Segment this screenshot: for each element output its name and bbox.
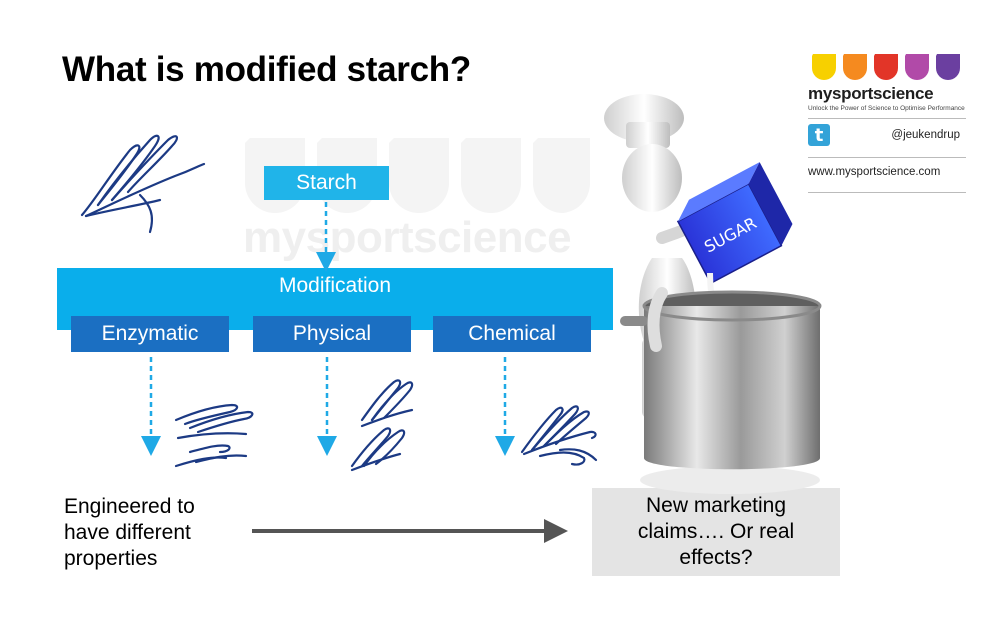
social-handle[interactable]: @jeukendrup bbox=[891, 129, 960, 141]
twitter-icon[interactable]: t bbox=[808, 124, 830, 146]
slide-title: What is modified starch? bbox=[62, 50, 471, 89]
brand-drop-icon bbox=[936, 54, 960, 80]
social-row: t @jeukendrup bbox=[808, 119, 966, 151]
outcome-text: Engineered to have different properties bbox=[64, 495, 195, 570]
enzymatic-starch-icon bbox=[174, 403, 254, 468]
chef-with-pot-illustration: SUGAR bbox=[604, 94, 822, 494]
claims-box: New marketing claims…. Or real effects? bbox=[592, 488, 840, 576]
brand-tagline: Unlock the Power of Science to Optimise … bbox=[808, 105, 965, 112]
method-physical-box: Physical bbox=[253, 316, 411, 352]
brand-logo-drops-icon bbox=[812, 54, 960, 80]
divider bbox=[808, 118, 966, 119]
website-link[interactable]: www.mysportscience.com bbox=[808, 166, 941, 178]
physical-starch-icon bbox=[350, 379, 414, 472]
brand-panel: mysportscience Unlock the Power of Scien… bbox=[808, 52, 966, 193]
starch-box: Starch bbox=[264, 166, 389, 200]
method-enzymatic-box: Enzymatic bbox=[71, 316, 229, 352]
brand-name: mysportscience bbox=[808, 84, 934, 103]
brand-drop-icon bbox=[843, 54, 867, 80]
native-starch-icon bbox=[80, 134, 206, 234]
brand-drop-icon bbox=[905, 54, 929, 80]
brand-drop-icon bbox=[874, 54, 898, 80]
divider bbox=[808, 192, 966, 193]
method-chemical-box: Chemical bbox=[433, 316, 591, 352]
brand-drop-icon bbox=[812, 54, 836, 80]
chemical-starch-icon bbox=[520, 405, 598, 466]
divider bbox=[808, 157, 966, 158]
watermark-text: mysportscience bbox=[243, 213, 572, 262]
